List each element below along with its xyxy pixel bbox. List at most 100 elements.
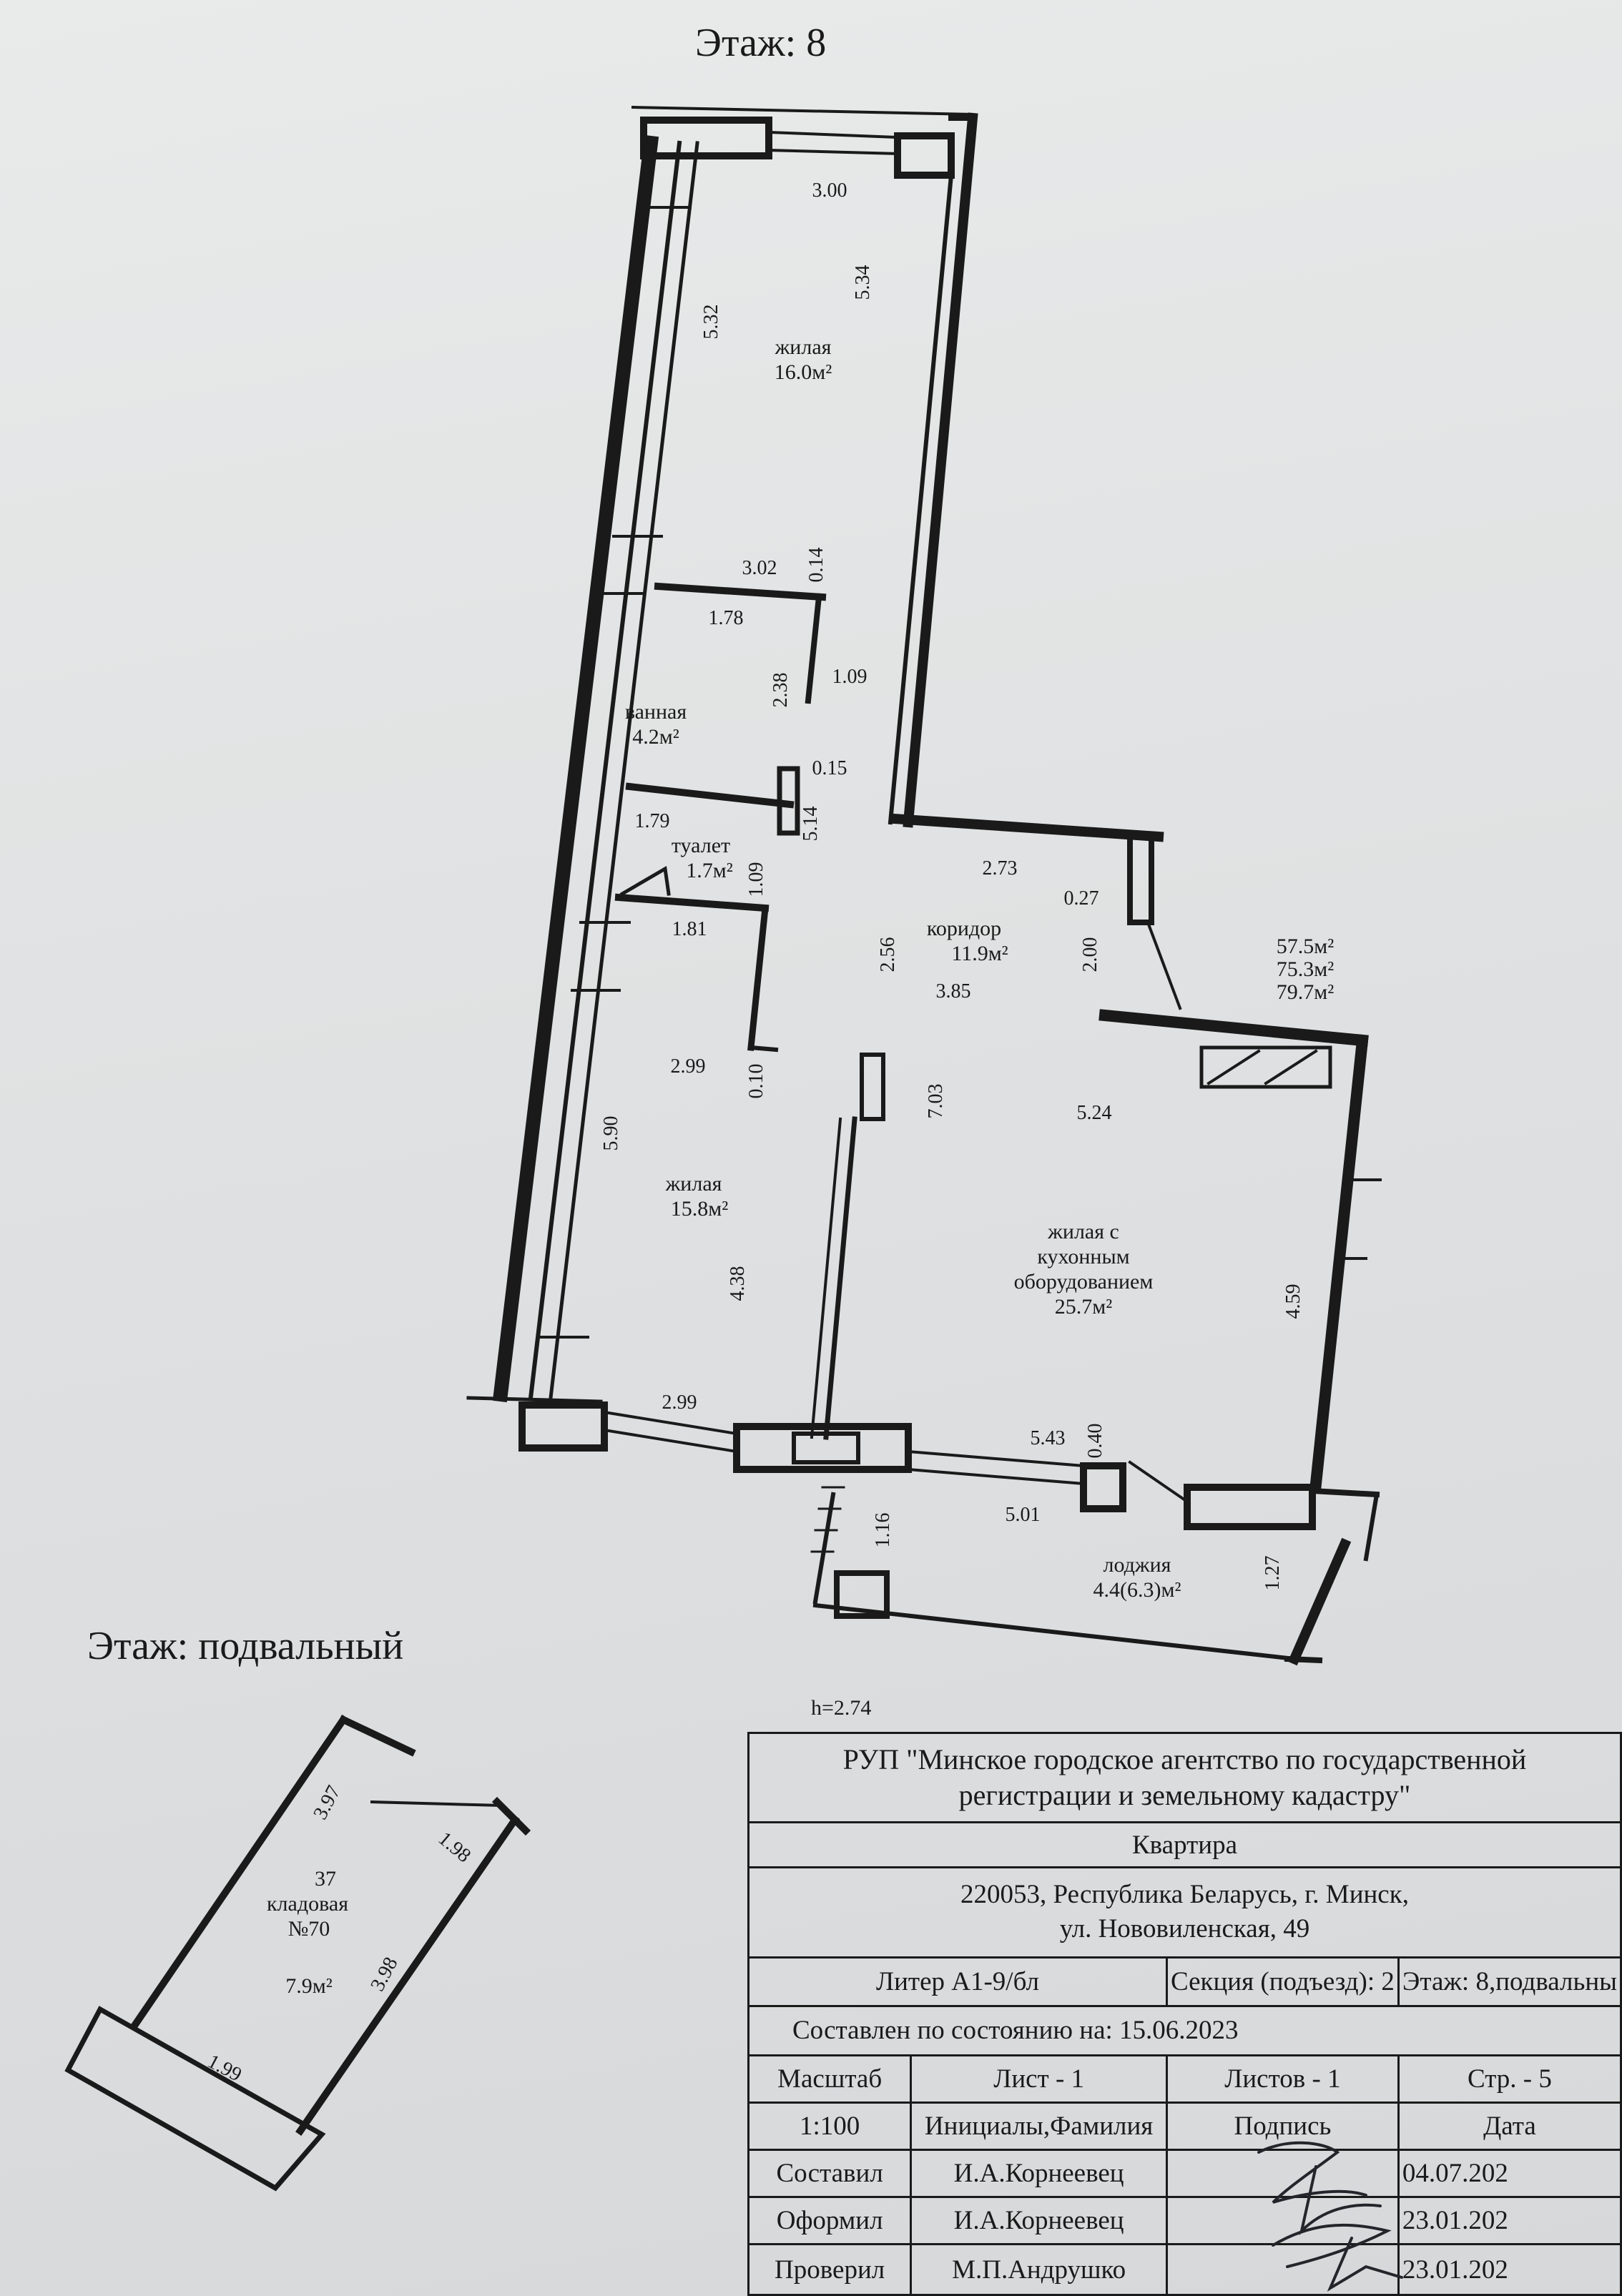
initials-header: Инициалы,Фамилия	[910, 2101, 1168, 2151]
dim-109a: 1.09	[832, 666, 867, 688]
storage-label: №70	[288, 1917, 330, 1941]
organization-line-1: РУП "Минское городское агентство по госу…	[842, 1743, 1527, 1776]
right-wall-upper	[888, 112, 1164, 925]
ceiling-height: h=2.74	[811, 1696, 872, 1720]
dim-590: 5.90	[600, 1116, 622, 1151]
dim-027: 0.27	[1064, 887, 1099, 910]
floor-info: Этаж: 8,подвальны	[1397, 1956, 1622, 2008]
dim-514: 5.14	[800, 807, 822, 842]
basement-dim-198: 1.98	[434, 1828, 475, 1867]
dim-179: 1.79	[635, 810, 670, 832]
dim-501: 5.01	[1006, 1504, 1041, 1526]
total-area-1: 57.5м²	[1277, 935, 1334, 958]
dim-438: 4.38	[727, 1266, 749, 1301]
liter: Литер А1-9/бл	[747, 1956, 1168, 2008]
dim-127: 1.27	[1262, 1556, 1284, 1591]
page-number: Стр. - 5	[1397, 2054, 1622, 2104]
dim-010: 0.10	[745, 1064, 767, 1099]
dim-543: 5.43	[1031, 1427, 1066, 1449]
dim-299b: 2.99	[662, 1391, 697, 1414]
room-living-1-area: 16.0м²	[775, 360, 832, 384]
section: Секция (подъезд): 2	[1165, 1956, 1400, 2008]
dim-532: 5.32	[700, 305, 722, 340]
kitchen-exterior-wall	[1098, 1009, 1382, 1490]
person-compiled: И.А.Корнеевец	[910, 2148, 1168, 2199]
person-formatted: И.А.Корнеевец	[910, 2196, 1168, 2246]
loggia-walls	[810, 1486, 1352, 1666]
room-living-2-name: жилая	[665, 1172, 722, 1196]
dim-302: 3.02	[742, 557, 777, 579]
storage-area: 7.9м²	[285, 1974, 332, 1998]
room-kitchen-name-1: жилая с	[1047, 1220, 1119, 1243]
dim-014: 0.14	[805, 548, 827, 583]
address-line-1: 220053, Республика Беларусь, г. Минск,	[960, 1880, 1409, 1910]
kitchen-partition	[810, 1053, 885, 1440]
bottom-wall	[466, 1396, 1380, 1562]
basement-title: Этаж: подвальный	[87, 1624, 404, 1668]
organization-line-2: регистрации и земельному кадастру"	[958, 1779, 1411, 1812]
dim-109b: 1.09	[745, 862, 767, 897]
dim-385: 3.85	[936, 980, 971, 1002]
left-exterior-wall	[492, 134, 699, 1403]
total-area-2: 75.3м²	[1277, 957, 1334, 981]
room-toilet-area: 1.7м²	[686, 859, 732, 882]
role-checked: Проверил	[747, 2243, 913, 2296]
top-wall	[631, 105, 975, 179]
sheets-count: Листов - 1	[1165, 2054, 1400, 2104]
room-bath-name: ванная	[625, 700, 687, 724]
dim-015: 0.15	[812, 757, 847, 779]
signature-scribble	[1257, 2141, 1403, 2292]
dim-299a: 2.99	[671, 1055, 706, 1078]
room-living-2-area: 15.8м²	[671, 1197, 728, 1221]
person-checked: М.П.Андрушко	[910, 2243, 1168, 2296]
room-kitchen-name-2: кухонным	[1037, 1245, 1129, 1268]
room-loggia-area: 4.4(6.3)м²	[1093, 1578, 1181, 1602]
date-formatted: 23.01.202	[1397, 2196, 1622, 2246]
room-corridor-name: коридор	[927, 917, 1001, 940]
room-corridor-area: 11.9м²	[951, 942, 1008, 965]
organization-cell: РУП "Минское городское агентство по госу…	[747, 1731, 1622, 1824]
dim-178: 1.78	[709, 607, 744, 629]
dim-040: 0.40	[1084, 1424, 1106, 1459]
sheet-number: Лист - 1	[910, 2054, 1168, 2104]
room-loggia-name: лоджия	[1104, 1553, 1171, 1577]
address-line-2: ул. Нововиленская, 49	[1059, 1914, 1310, 1944]
object-type: Квартира	[747, 1821, 1622, 1869]
role-formatted: Оформил	[747, 2196, 913, 2246]
dim-200: 2.00	[1079, 937, 1101, 972]
date-checked: 23.01.202	[1397, 2243, 1622, 2296]
title-block: РУП "Минское городское агентство по госу…	[747, 1731, 1622, 2296]
storage-room-walls	[64, 1715, 531, 2192]
total-area-3: 79.7м²	[1277, 980, 1334, 1004]
dim-524: 5.24	[1077, 1102, 1112, 1124]
dim-300: 3.00	[812, 179, 847, 202]
dim-459: 4.59	[1282, 1284, 1304, 1319]
dim-116: 1.16	[872, 1513, 894, 1548]
dim-238: 2.38	[770, 673, 792, 708]
scale-label: Масштаб	[747, 2054, 913, 2104]
dim-703: 7.03	[925, 1084, 947, 1119]
date-header: Дата	[1397, 2101, 1622, 2151]
dim-534: 5.34	[852, 265, 874, 300]
storage-number: 37	[315, 1867, 336, 1891]
date-compiled: 04.07.202	[1397, 2148, 1622, 2199]
door-swing-lines	[1128, 920, 1189, 1504]
scale-value: 1:100	[747, 2101, 913, 2151]
room-toilet-name: туалет	[672, 834, 730, 857]
dim-256: 2.56	[877, 937, 899, 972]
floor-8-title: Этаж: 8	[695, 21, 827, 65]
state-as-of: Составлен по состоянию на: 15.06.2023	[747, 2005, 1622, 2056]
signature-header: Подпись	[1165, 2101, 1400, 2151]
role-compiled: Составил	[747, 2148, 913, 2199]
basement-dim-397: 3.97	[309, 1782, 345, 1823]
room-living-1-name: жилая	[775, 335, 832, 359]
room-bath-area: 4.2м²	[632, 725, 679, 749]
dim-273: 2.73	[983, 857, 1018, 880]
storage-name: кладовая	[267, 1892, 348, 1916]
dim-181: 1.81	[672, 918, 707, 940]
bathroom-walls	[614, 582, 827, 1053]
room-kitchen-area: 25.7м²	[1055, 1295, 1112, 1319]
room-kitchen-name-3: оборудованием	[1014, 1270, 1154, 1294]
address-cell: 220053, Республика Беларусь, г. Минск, у…	[747, 1866, 1622, 1959]
